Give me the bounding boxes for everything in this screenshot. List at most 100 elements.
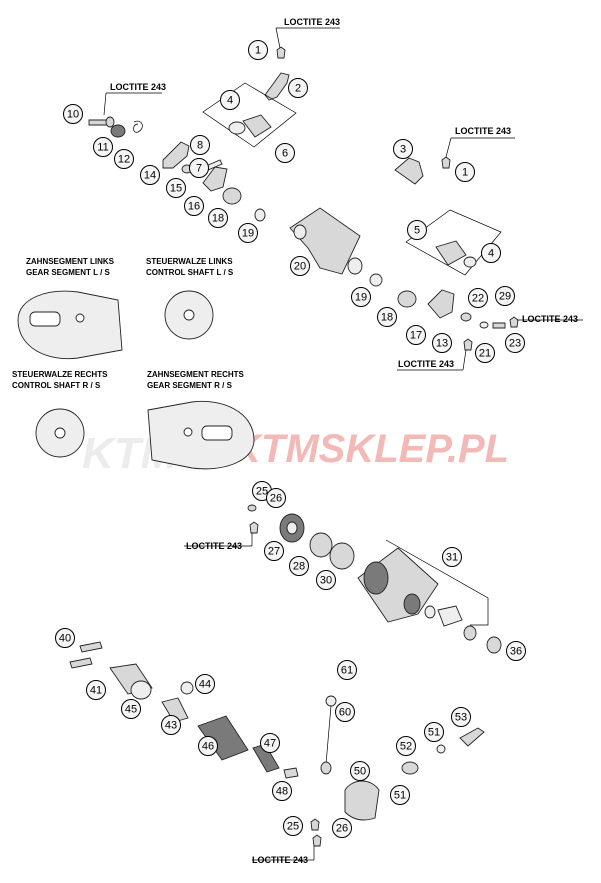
callout-number: 48 [276,786,288,798]
oring-part [180,681,194,695]
part-callout: 43 [161,715,181,735]
cable-nut-part [320,761,332,775]
bolt-part [69,657,93,669]
part-callout: 61 [337,660,357,680]
bushing-part [222,187,242,205]
balancer-shaft-parts [247,504,502,654]
gear-segment-plate [17,290,123,360]
callout-circle [161,715,181,735]
gear-segment-right-illustration [147,400,255,470]
part-callout: 46 [198,736,218,756]
part-callout: 7 [189,158,209,178]
washer-part [436,744,446,754]
bolt-part [492,322,506,329]
callout-circle [86,680,106,700]
callout-number: 61 [341,665,353,677]
control-shaft-bore [54,427,66,439]
callout-number: 6 [282,148,288,160]
gear-segment-left-illustration [17,290,123,360]
callout-circle [248,40,268,60]
part-callout: 16 [184,196,204,216]
valve-part [435,240,467,266]
lever-plate-part [162,141,190,169]
loctite-label: LOCTITE 243 [186,541,242,551]
callout-circle [289,556,309,576]
callout-circle [337,660,357,680]
loctite-label: LOCTITE 243 [252,855,308,865]
oring-part [130,680,152,700]
callout-circle [121,699,141,719]
callout-circle [390,785,410,805]
callout-number: 13 [436,338,448,350]
part-callout: 51 [424,722,444,742]
callout-number: 14 [144,170,156,182]
group-bracket [385,539,489,626]
part-callout: 23 [505,333,525,353]
caption-control-shaft-right-de: STEUERWALZE RECHTS [12,370,108,379]
callout-number: 1 [255,45,261,57]
callout-circle [272,781,292,801]
callout-number: 30 [320,575,332,587]
callout-circle [332,818,352,838]
cable-end-part [325,695,337,707]
callout-circle [208,208,228,228]
bushing-part [437,605,463,627]
callout-number: 46 [202,741,214,753]
part-callout: 6 [275,143,295,163]
washer-part [479,321,489,329]
part-callout: 40 [55,628,75,648]
part-callout: 45 [121,699,141,719]
callout-number: 4 [227,95,233,107]
callout-circle [63,104,83,124]
callout-number: 10 [67,109,79,121]
bolt-part [79,641,103,653]
callout-number: 2 [295,83,301,95]
screw-part [310,818,320,831]
callout-number: 29 [499,291,511,303]
caption-gear-segment-right-de: ZAHNSEGMENT RECHTS [147,370,245,379]
callout-circle [190,135,210,155]
callout-number: 18 [212,213,224,225]
bearing-part [486,636,502,654]
callout-number: 7 [196,163,202,175]
callout-number: 31 [446,552,458,564]
caption-gear-segment-left-en: GEAR SEGMENT L / S [26,268,111,277]
callout-circle [93,137,113,157]
callout-number: 8 [197,140,203,152]
bushing-part [401,761,419,775]
callout-circle [198,736,218,756]
callout-circle [140,165,160,185]
part-callout: 5 [407,220,427,240]
bearing-part [309,532,333,558]
screw-part [276,46,286,59]
bearing-part [463,625,477,641]
part-callout: 48 [272,781,292,801]
part-callout: 1 [455,162,475,182]
oring-part [463,256,477,268]
callout-number: 4 [488,248,494,260]
callout-circle [506,641,526,661]
caption-gear-segment-right-en: GEAR SEGMENT R / S [147,381,233,390]
callout-number: 19 [355,292,367,304]
control-shaft-right-illustration [35,408,85,458]
part-callout: 53 [451,707,471,727]
loctite-label: LOCTITE 243 [522,314,578,324]
oring-part [369,273,383,287]
gear-sector-part [427,289,455,319]
part-callout: 36 [506,641,526,661]
part-callout: 25 [252,481,272,501]
bolt-head-part [105,116,115,128]
leader-lines [103,27,583,861]
part-callout: 15 [166,178,186,198]
callout-number: 5 [414,225,420,237]
screw-part [441,156,451,169]
captions: ZAHNSEGMENT LINKS GEAR SEGMENT L / S STE… [12,257,245,390]
caption-control-shaft-left-de: STEUERWALZE LINKS [146,257,233,266]
callout-number: 44 [199,679,211,691]
part-callout: 28 [289,556,309,576]
part-callout: 26 [332,818,352,838]
part-callout: 1 [248,40,268,60]
callout-number: 19 [242,228,254,240]
part-callout: 41 [86,680,106,700]
